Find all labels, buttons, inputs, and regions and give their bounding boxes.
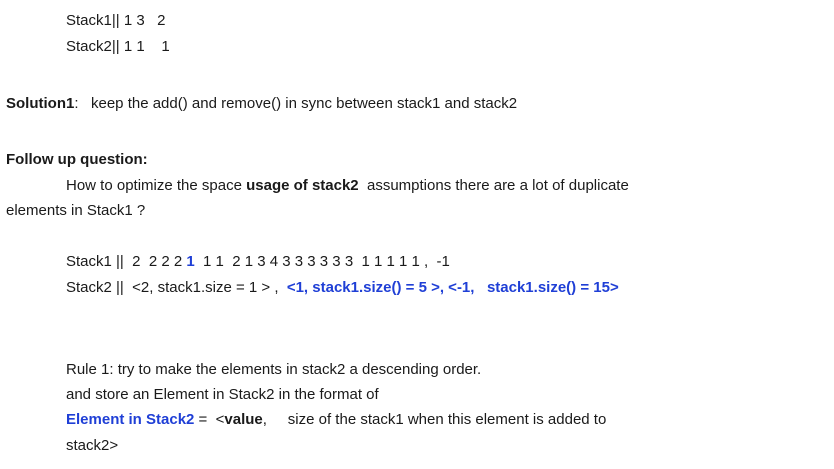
example-stack1-line: Stack1 || 2 2 2 2 1 1 1 2 1 3 4 3 3 3 3 … [66, 253, 450, 271]
example-stack1-suffix: 1 1 2 1 3 4 3 3 3 3 3 3 1 1 1 1 1 , -1 [194, 253, 450, 270]
follow-up-q-part2: assumptions there are a lot of duplicate [358, 177, 629, 194]
rule1-def-eq: = < [194, 411, 225, 428]
example-stack2-blue: <1, stack1.size() = 5 >, <-1, stack1.siz… [286, 279, 619, 296]
example-stack2-line: Stack2 || <2, stack1.size = 1 > , <1, st… [66, 279, 619, 297]
follow-up-question-line2: elements in Stack1 ? [6, 202, 146, 219]
rule1-line1: Rule 1: try to make the elements in stac… [66, 361, 482, 378]
follow-up-heading: Follow up question: [6, 151, 148, 168]
solution1-text: : keep the add() and remove() in sync be… [74, 95, 518, 112]
rule1-definition-line: Element in Stack2 = <value, size of the … [66, 411, 606, 429]
rule1-def-label: Element in Stack2 [66, 411, 195, 428]
solution1-label: Solution1 [6, 95, 75, 112]
example-stack1-highlight: 1 [186, 253, 195, 270]
rule1-line4: stack2> [66, 437, 119, 454]
stack2-intro-line: Stack2|| 1 1 1 [66, 38, 170, 55]
rule1-def-value: value [224, 411, 263, 428]
rule1-line2: and store an Element in Stack2 in the fo… [66, 386, 379, 403]
solution1-line: Solution1: keep the add() and remove() i… [6, 95, 517, 113]
follow-up-q-bold: usage of stack2 [246, 177, 359, 194]
example-stack2-prefix: Stack2 || <2, stack1.size = 1 > , [66, 279, 287, 296]
rule1-def-rest: , size of the stack1 when this element i… [262, 411, 607, 428]
example-stack1-prefix: Stack1 || 2 2 2 2 [66, 253, 187, 270]
stack1-intro-line: Stack1|| 1 3 2 [66, 12, 166, 29]
follow-up-question-line1: How to optimize the space usage of stack… [66, 177, 629, 195]
follow-up-q-part1: How to optimize the space [66, 177, 247, 194]
